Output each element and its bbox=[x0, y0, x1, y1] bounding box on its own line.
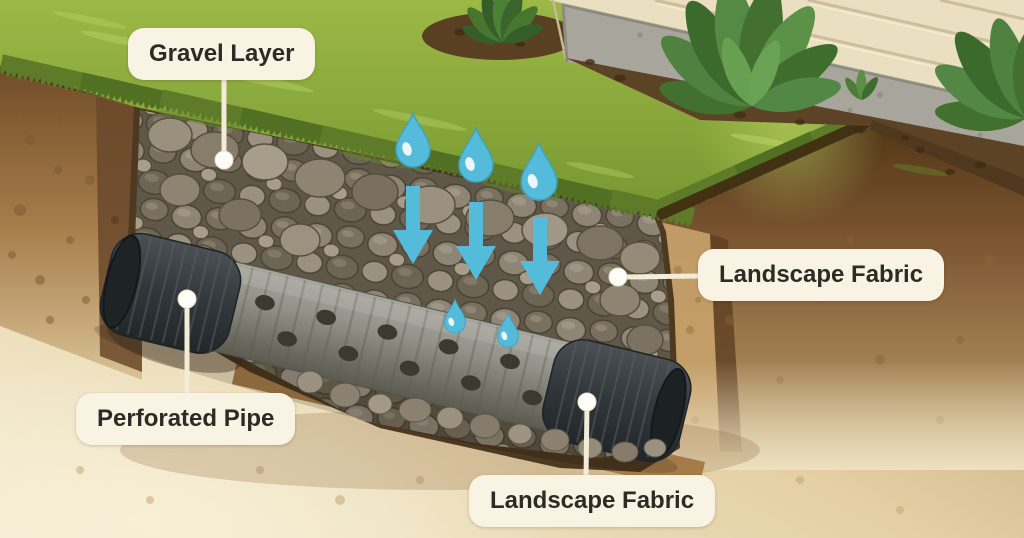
label-landscape-fabric-bottom: Landscape Fabric bbox=[469, 475, 716, 527]
connector-fabric-bottom bbox=[583, 403, 590, 479]
pipe-holes bbox=[255, 295, 542, 406]
anchor-dot bbox=[214, 150, 234, 170]
connector-fabric-right bbox=[619, 273, 703, 280]
label-landscape-fabric-right: Landscape Fabric bbox=[698, 249, 945, 301]
label-perforated-pipe-text: Perforated Pipe bbox=[97, 405, 275, 432]
anchor-dot bbox=[577, 392, 597, 412]
label-gravel-layer-text: Gravel Layer bbox=[149, 40, 295, 67]
label-landscape-fabric-bottom-text: Landscape Fabric bbox=[490, 487, 695, 514]
label-perforated-pipe: Perforated Pipe bbox=[76, 393, 296, 445]
label-landscape-fabric-right-text: Landscape Fabric bbox=[719, 261, 924, 288]
label-connectors bbox=[184, 77, 703, 479]
anchor-dot bbox=[177, 289, 197, 309]
fabric-wrap-right bbox=[542, 339, 692, 463]
label-gravel-layer: Gravel Layer bbox=[128, 28, 316, 80]
bedding-pebbles bbox=[296, 370, 667, 463]
pipe-corrugation bbox=[230, 267, 552, 426]
anchor-dot bbox=[608, 267, 628, 287]
connector-anchor-dots bbox=[177, 150, 628, 412]
